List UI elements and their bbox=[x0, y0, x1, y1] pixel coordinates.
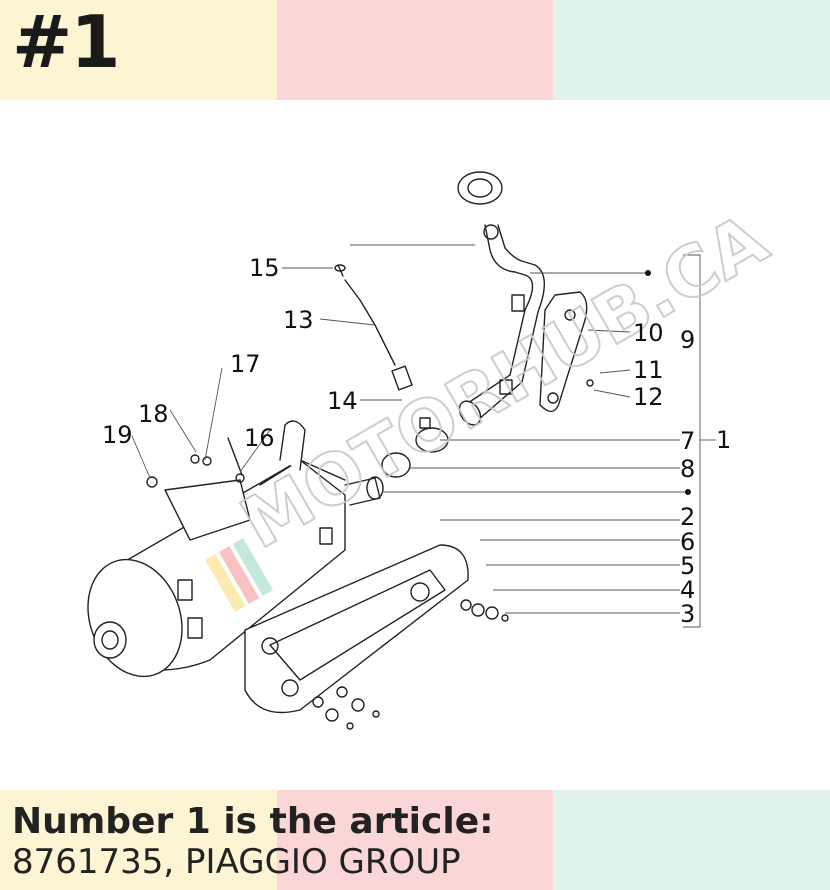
callout-16: 16 bbox=[244, 424, 275, 452]
heat-shield bbox=[244, 544, 469, 714]
leader-lines bbox=[131, 244, 716, 628]
oxygen-sensor bbox=[334, 264, 413, 391]
callout-15: 15 bbox=[249, 254, 280, 282]
exhaust-manifold bbox=[457, 171, 545, 426]
part-number-title: #1 bbox=[12, 0, 120, 84]
pipe-gasket bbox=[381, 452, 411, 478]
caption-article: 8761735, PIAGGIO GROUP bbox=[12, 842, 461, 882]
callout-10: 10 bbox=[633, 319, 664, 347]
muffler-bracket-bolts bbox=[146, 437, 245, 488]
footer-color-band bbox=[0, 790, 830, 890]
reference-dot-top bbox=[645, 270, 651, 276]
band-yellow bbox=[0, 0, 277, 100]
watermark-text: MOTORHUB.CA bbox=[228, 198, 781, 565]
footer-band-yellow bbox=[0, 790, 277, 890]
band-mint bbox=[553, 0, 830, 100]
callout-11: 11 bbox=[633, 356, 664, 384]
callout-14: 14 bbox=[327, 387, 358, 415]
footer-band-pink bbox=[277, 790, 553, 890]
callout-12: 12 bbox=[633, 383, 664, 411]
callout-19: 19 bbox=[102, 421, 133, 449]
callout-18: 18 bbox=[138, 400, 169, 428]
callout-13: 13 bbox=[283, 306, 314, 334]
callout-5: 5 bbox=[680, 552, 695, 580]
manifold-bracket bbox=[539, 291, 588, 413]
callout-8: 8 bbox=[680, 455, 695, 483]
reference-dot-mid bbox=[685, 489, 691, 495]
bracket-nut bbox=[586, 379, 594, 387]
callout-4: 4 bbox=[680, 576, 695, 604]
callout-3: 3 bbox=[680, 600, 695, 628]
caption-heading: Number 1 is the article: bbox=[12, 801, 494, 842]
footer-band-mint bbox=[553, 790, 830, 890]
callout-7: 7 bbox=[680, 427, 695, 455]
exhaust-exploded-diagram: MOTORHUB.CA 1 2 3 4 5 6 7 8 9 10 11 12 1… bbox=[87, 171, 782, 730]
callout-9: 9 bbox=[680, 326, 695, 354]
muffler-inlet-pipe bbox=[344, 476, 384, 506]
band-pink bbox=[277, 0, 553, 100]
header-color-band bbox=[0, 0, 830, 100]
shield-fasteners bbox=[312, 599, 509, 730]
callout-6: 6 bbox=[680, 528, 695, 556]
callout-17: 17 bbox=[230, 350, 261, 378]
callout-1: 1 bbox=[716, 426, 731, 454]
callout-2: 2 bbox=[680, 503, 695, 531]
